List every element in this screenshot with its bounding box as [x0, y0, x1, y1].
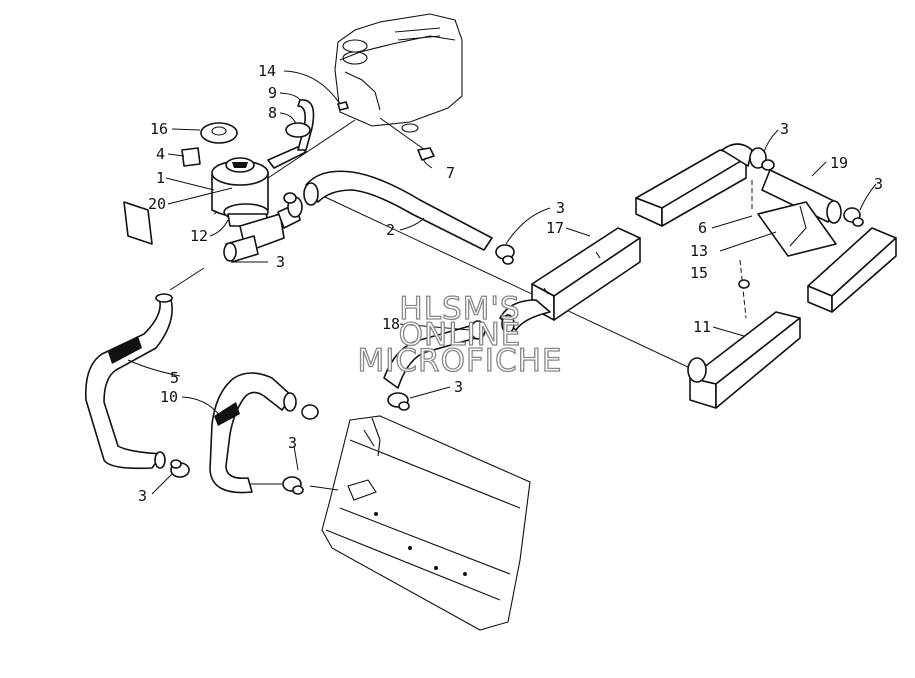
callout-3-bottom-left: 3 — [138, 487, 147, 505]
callout-7: 7 — [446, 164, 455, 182]
callout-11: 11 — [693, 318, 711, 336]
leader-diagonal-to-heat-exchanger — [309, 189, 691, 369]
part-1-coolant-bottle — [211, 145, 307, 218]
clamp-3-e — [387, 392, 410, 411]
callout-4: 4 — [156, 145, 165, 163]
callout-18: 18 — [382, 315, 400, 333]
part-19-hose — [761, 169, 842, 224]
part-4-decal — [181, 147, 201, 167]
clamp-3-c — [749, 147, 775, 171]
clamp-3-a — [283, 192, 303, 218]
part-11-heat-exchanger — [687, 311, 801, 409]
part-17-heat-exchanger — [499, 227, 641, 334]
callout-20: 20 — [148, 195, 166, 213]
part-20-decal — [123, 201, 153, 245]
callout-1: 1 — [156, 169, 165, 187]
tee-fitting — [223, 203, 301, 263]
leader-hose5-to-tee — [169, 267, 205, 291]
callout-12: 12 — [190, 227, 208, 245]
part-16-cap — [200, 122, 238, 144]
part-2-hose — [303, 170, 493, 251]
callout-6: 6 — [698, 219, 707, 237]
callout-3-mid: 3 — [556, 199, 565, 217]
part-14-screw — [337, 101, 349, 111]
clamp-3-f — [170, 459, 190, 478]
fastener-15-line — [739, 259, 747, 319]
callout-14: 14 — [258, 62, 276, 80]
callout-16: 16 — [150, 120, 168, 138]
tunnel-plate — [321, 415, 531, 631]
part-10-hose — [209, 372, 297, 494]
right-heat-exchanger-lower — [807, 227, 897, 313]
callout-3-far-right: 3 — [874, 175, 883, 193]
part-15-rivet — [738, 279, 750, 289]
leader-engine-to-hose7 — [379, 117, 426, 151]
part-7-plug — [417, 147, 435, 161]
clamp-3-g — [282, 404, 319, 495]
callout-3-top-right: 3 — [780, 120, 789, 138]
engine-outline — [334, 13, 463, 133]
callout-leaders — [127, 70, 877, 495]
callout-8: 8 — [268, 104, 277, 122]
callout-17: 17 — [546, 219, 564, 237]
callout-13: 13 — [690, 242, 708, 260]
part-12-clamp — [223, 203, 271, 227]
right-heat-exchanger-upper — [635, 143, 753, 227]
callout-3-center: 3 — [454, 378, 463, 396]
clamp-3-b — [495, 244, 515, 265]
part-13-bracket — [757, 201, 837, 257]
callout-10: 10 — [160, 388, 178, 406]
part-5-hose — [85, 293, 173, 470]
callout-2: 2 — [386, 221, 395, 239]
callout-19: 19 — [830, 154, 848, 172]
part-18-hose — [383, 320, 486, 389]
callout-9: 9 — [268, 84, 277, 102]
clamp-3-d — [843, 207, 864, 227]
callout-5: 5 — [170, 369, 179, 387]
callout-15: 15 — [690, 264, 708, 282]
callout-3-tee: 3 — [276, 253, 285, 271]
callout-3-hose10: 3 — [288, 434, 297, 452]
leader-hose10-to-tunnel — [250, 483, 339, 491]
part-8-clamp — [285, 122, 311, 138]
